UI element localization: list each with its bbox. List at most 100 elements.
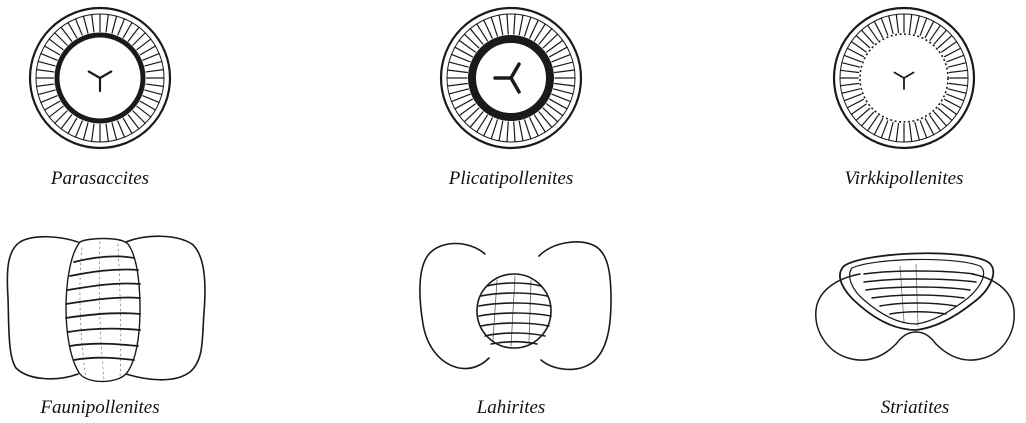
saccus-rib <box>49 106 63 117</box>
saccus-rib <box>842 63 860 67</box>
taxon-parasaccites: Parasaccites <box>0 0 200 200</box>
saccus-rib <box>140 101 155 110</box>
saccus-rib <box>68 23 77 38</box>
saccus-rib <box>920 18 926 35</box>
saccus-rib <box>948 89 966 93</box>
saccus-rib <box>484 118 493 136</box>
saccus-rib <box>128 27 139 41</box>
saccus-rib <box>123 118 132 133</box>
saccus-rib <box>945 99 961 107</box>
saccus-rib <box>38 61 55 66</box>
saccus-rib <box>925 21 933 37</box>
saccus-rib <box>881 121 887 138</box>
saccus-rib <box>112 123 117 140</box>
taxon-label: Plicatipollenites <box>411 168 611 190</box>
saccus-rib <box>106 124 108 141</box>
taxon-lahirites: Lahirites <box>411 228 611 423</box>
saccus-rib <box>910 123 912 141</box>
saccus-rib <box>530 118 539 136</box>
striate-bisaccate-pollen-icon <box>411 228 611 388</box>
saccus-rib <box>525 17 531 36</box>
saccus-rib <box>844 55 861 61</box>
saccus-rib <box>915 16 919 34</box>
virkkipollenites-drawing <box>834 8 974 148</box>
saccus-rib <box>874 119 882 135</box>
saccus-rib <box>45 46 60 55</box>
saccus-rib <box>41 96 57 103</box>
saccus-rib <box>519 121 523 141</box>
saccus-rib <box>552 54 571 61</box>
saccus-rib <box>491 120 497 139</box>
saccus-rib <box>844 94 861 100</box>
taxon-label: Parasaccites <box>0 168 200 190</box>
saccus-rib <box>128 115 139 129</box>
saccus-rib <box>106 15 108 32</box>
saccus-rib <box>83 123 88 140</box>
saccus-rib <box>947 94 964 100</box>
saccus-rib <box>451 54 470 61</box>
parasaccites-drawing <box>30 8 170 148</box>
saccus-rib <box>38 90 55 95</box>
saccus-rib <box>143 96 159 103</box>
saccus-rib <box>491 17 497 36</box>
saccus-rib <box>68 118 77 133</box>
saccus-rib <box>76 121 83 137</box>
saccus-rib <box>76 19 83 35</box>
saccus-rib <box>910 14 912 32</box>
saccus-rib <box>118 121 125 137</box>
saccus-rib <box>83 16 88 33</box>
saccus-rib <box>889 16 893 34</box>
plicatipollenites-drawing <box>441 8 581 148</box>
saccus-rib <box>881 18 887 35</box>
saccus-rib <box>145 90 162 95</box>
corpus-striations <box>479 283 551 344</box>
saccus-rib <box>840 70 858 72</box>
saccus-rib <box>61 27 72 41</box>
saccus-rib <box>920 121 926 138</box>
saccus-rib <box>61 115 72 129</box>
taxon-label: Striatites <box>804 397 1026 419</box>
saccus-rib <box>92 15 94 32</box>
saccus-rib <box>118 19 125 35</box>
saccus-rib <box>451 94 470 101</box>
saccus-rib <box>133 111 145 123</box>
saccus-rib <box>507 14 508 34</box>
taxon-virkkipollenites: Virkkipollenites <box>804 0 1004 200</box>
saccus-rib <box>41 54 57 61</box>
saccus-rib <box>112 16 117 33</box>
saccus-rib <box>896 123 898 141</box>
saccus-rib <box>146 84 163 86</box>
saccus-rib <box>55 33 67 45</box>
saccus-rib <box>840 84 858 86</box>
saccus-rib <box>847 48 863 56</box>
saccus-rib <box>484 20 493 38</box>
saccus-rib <box>448 84 468 87</box>
saccus-rib <box>947 55 964 61</box>
saccus-rib <box>448 70 468 73</box>
taxon-label: Virkkipollenites <box>804 168 1004 190</box>
striate-bisaccate-pollen-icon <box>804 228 1026 388</box>
saccus-rib <box>519 15 523 35</box>
saccus-rib <box>37 70 54 72</box>
saccus-rib <box>45 101 60 110</box>
saccus-rib <box>948 63 966 67</box>
saccus-rib <box>915 122 919 140</box>
saccus-rib <box>92 124 94 141</box>
saccus-rib <box>499 121 503 141</box>
saccus-rib <box>507 122 508 142</box>
saccus-rib <box>55 111 67 123</box>
saccus-rib <box>525 120 531 139</box>
saccus-rib <box>137 106 151 117</box>
saccus-rib <box>889 122 893 140</box>
saccus-rib <box>37 84 54 86</box>
saccus-rib <box>896 14 898 32</box>
saccus-rib <box>554 89 573 94</box>
taxon-plicatipollenites: Plicatipollenites <box>411 0 611 200</box>
corpus-striations <box>66 256 140 360</box>
saccus-rib <box>133 33 145 45</box>
saccus-rib <box>555 70 575 73</box>
saccus-rib <box>514 122 515 142</box>
saccus-rib <box>945 48 961 56</box>
saccus-rib <box>49 39 63 50</box>
saccus-rib <box>555 84 575 87</box>
